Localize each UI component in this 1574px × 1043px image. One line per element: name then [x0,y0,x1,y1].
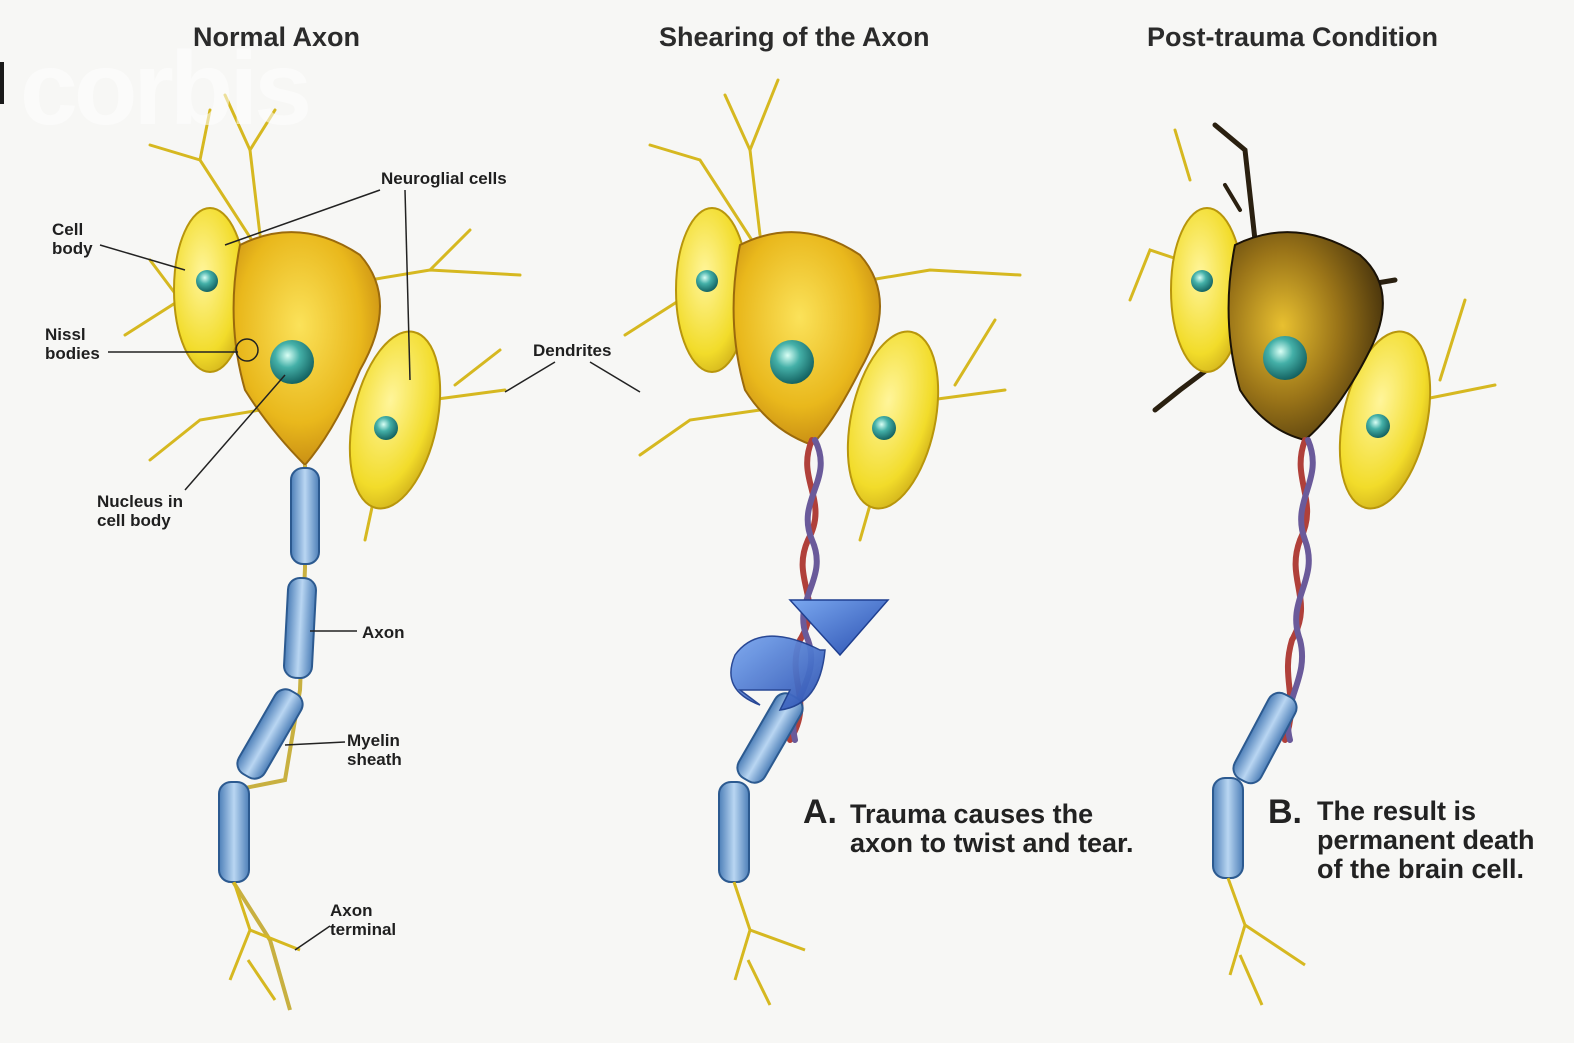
title-shearing: Shearing of the Axon [659,22,930,53]
shearing-neuron [625,80,1020,1005]
label-nissl-bodies: Nissl bodies [45,325,100,363]
nucleus [270,340,314,384]
label-axon: Axon [362,623,405,642]
axon-terminal [230,882,300,1000]
normal-neuron [125,95,520,1010]
label-myelin-sheath: Myelin sheath [347,731,402,769]
myelin-segments [219,468,319,882]
label-neuroglial-cells: Neuroglial cells [381,169,507,188]
title-post-trauma: Post-trauma Condition [1147,22,1438,53]
label-axon-terminal: Axon terminal [330,901,396,939]
caption-b-text: The result is permanent death of the bra… [1317,797,1535,884]
glial-nucleus [196,270,218,292]
caption-a-letter: A. [803,793,837,832]
caption-a-text: Trauma causes the axon to twist and tear… [850,800,1134,858]
glial-nucleus [374,416,398,440]
edge-marker [0,62,4,104]
title-normal-axon: Normal Axon [193,22,360,53]
caption-b-letter: B. [1268,793,1302,832]
label-nucleus: Nucleus in cell body [97,492,183,530]
label-dendrites: Dendrites [533,341,611,360]
label-cell-body: Cell body [52,220,93,258]
